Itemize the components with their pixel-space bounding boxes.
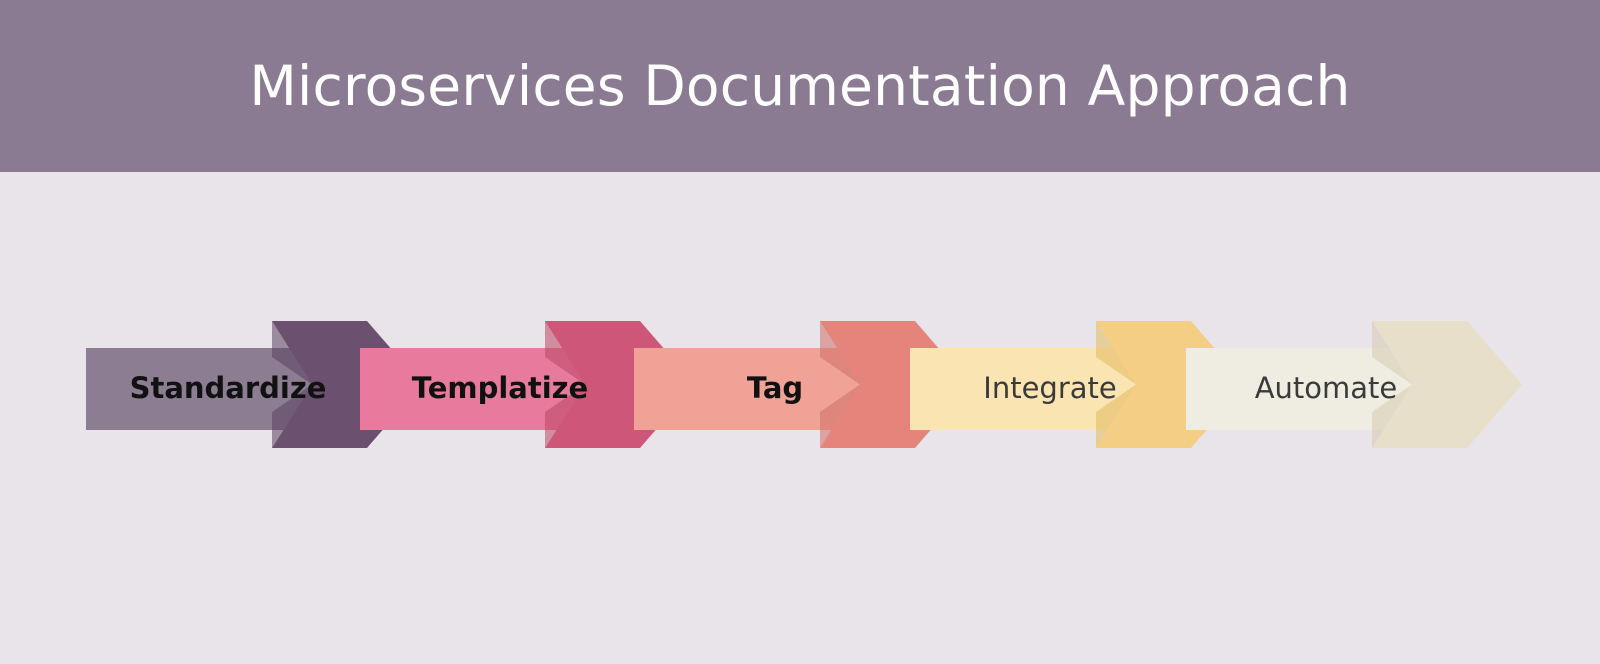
chevron-fold-top	[272, 321, 312, 385]
chevron-fold-top	[1372, 321, 1412, 385]
chevron-fold-bottom	[545, 384, 585, 448]
header-band: Microservices Documentation Approach	[0, 0, 1600, 172]
step-chevron	[1372, 321, 1522, 448]
chevron-fold-bottom	[1372, 384, 1412, 448]
step-label: Standardize	[130, 371, 327, 405]
chevron-fold-top	[1096, 321, 1136, 385]
chevron-fold-top	[820, 321, 860, 385]
process-step-5[interactable]: Automate	[1186, 321, 1522, 448]
step-label: Templatize	[412, 371, 588, 405]
chevron-fold-top	[545, 321, 585, 385]
step-label: Automate	[1255, 371, 1398, 405]
chevron-fold-bottom	[272, 384, 312, 448]
chevron-fold-bottom	[1096, 384, 1136, 448]
chevron-fold-bottom	[820, 384, 860, 448]
step-label: Integrate	[983, 371, 1116, 405]
page-title: Microservices Documentation Approach	[249, 53, 1351, 118]
process-flow-diagram: Standardize Templatize Tag Integrate Automat…	[0, 172, 1600, 664]
chevron-flow-svg: Standardize Templatize Tag Integrate Automat…	[86, 321, 1522, 448]
step-label: Tag	[747, 371, 803, 405]
